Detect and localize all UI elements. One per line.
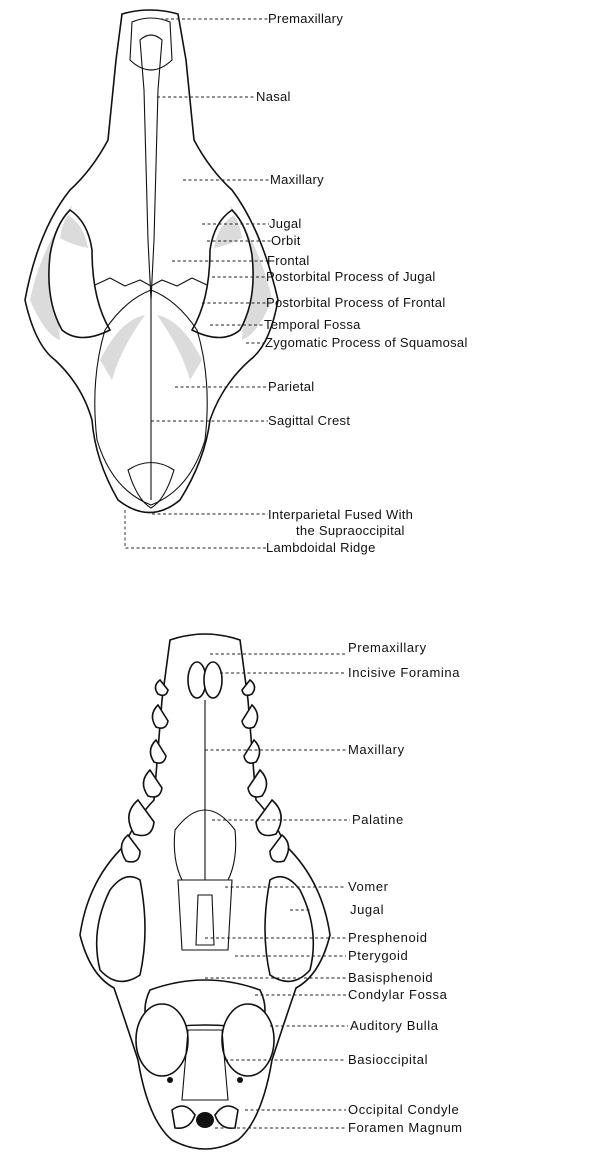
label-occipital-condyle: Occipital Condyle bbox=[348, 1103, 459, 1117]
ventral-skull bbox=[80, 634, 330, 1149]
foramen-dot-right bbox=[237, 1077, 243, 1083]
label-postorbital-frontal: Postorbital Process of Frontal bbox=[266, 296, 446, 310]
label-basioccipital: Basioccipital bbox=[348, 1053, 428, 1067]
label-interparietal-line1: Interparietal Fused With bbox=[268, 508, 413, 522]
label-jugal-dorsal: Jugal bbox=[269, 217, 302, 231]
label-maxillary-dorsal: Maxillary bbox=[270, 173, 324, 187]
label-auditory-bulla: Auditory Bulla bbox=[350, 1019, 439, 1033]
label-nasal: Nasal bbox=[256, 90, 291, 104]
label-premaxillary-dorsal: Premaxillary bbox=[268, 12, 343, 26]
label-presphenoid: Presphenoid bbox=[348, 931, 428, 945]
label-maxillary-ventral: Maxillary bbox=[348, 743, 405, 757]
label-condylar-fossa: Condylar Fossa bbox=[348, 988, 447, 1002]
label-frontal: Frontal bbox=[267, 254, 310, 268]
label-orbit: Orbit bbox=[271, 234, 301, 248]
label-parietal: Parietal bbox=[268, 380, 314, 394]
label-zygomatic-process: Zygomatic Process of Squamosal bbox=[265, 336, 468, 350]
incisive-foramen-right bbox=[204, 662, 222, 698]
label-postorbital-jugal: Postorbital Process of Jugal bbox=[266, 270, 436, 284]
auditory-bulla-right bbox=[222, 1004, 274, 1076]
auditory-bulla-left bbox=[136, 1004, 188, 1076]
label-foramen-magnum: Foramen Magnum bbox=[348, 1121, 463, 1135]
label-interparietal-line2: the Supraoccipital bbox=[296, 524, 405, 538]
foramen-dot-left bbox=[167, 1077, 173, 1083]
label-sagittal-crest: Sagittal Crest bbox=[268, 414, 350, 428]
foramen-magnum-mark bbox=[196, 1112, 214, 1128]
label-basisphenoid: Basisphenoid bbox=[348, 971, 433, 985]
label-lambdoidal-ridge: Lambdoidal Ridge bbox=[266, 541, 376, 555]
label-palatine: Palatine bbox=[352, 813, 404, 827]
label-incisive-foramina: Incisive Foramina bbox=[348, 666, 460, 680]
label-jugal-ventral: Jugal bbox=[350, 903, 384, 917]
label-vomer: Vomer bbox=[348, 880, 389, 894]
label-pterygoid: Pterygoid bbox=[348, 949, 408, 963]
label-premaxillary-ventral: Premaxillary bbox=[348, 641, 427, 655]
label-temporal-fossa: Temporal Fossa bbox=[264, 318, 361, 332]
